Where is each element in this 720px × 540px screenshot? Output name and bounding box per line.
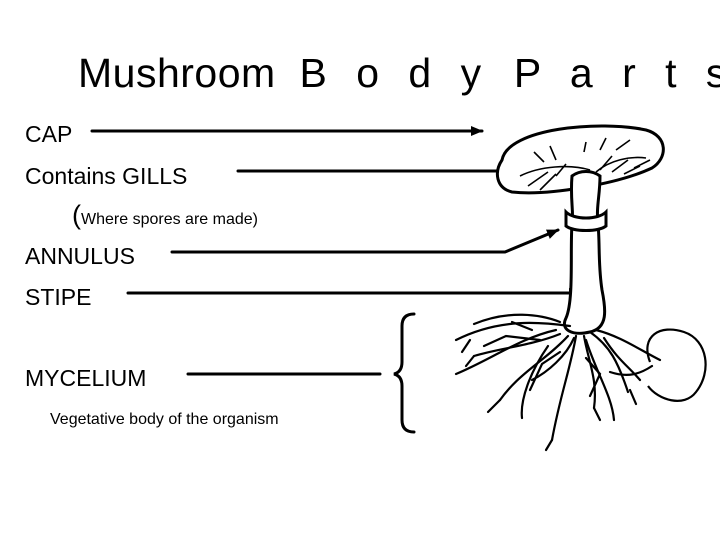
label-mycelium: MYCELIUM [25, 365, 147, 391]
arrow-annulus [170, 228, 560, 254]
open-paren: ( [72, 200, 81, 230]
diagram-title: Mushroom B o d y P a r t s [78, 50, 720, 97]
mushroom-stipe [563, 170, 608, 335]
title-word-parts: P a r t s [513, 50, 720, 96]
mushroom-gills [519, 137, 651, 191]
mycelium-lobe [646, 328, 707, 402]
label-annulus: ANNULUS [25, 243, 135, 269]
title-word-body: B o d y [299, 50, 491, 96]
mycelium-roots [454, 313, 662, 452]
label-gills-note: (Where spores are made) [72, 200, 258, 231]
gills-note-text: Where spores are made [81, 211, 253, 228]
label-cap: CAP [25, 121, 73, 147]
mycelium-brace [393, 312, 416, 434]
label-mycelium-note: Vegetative body of the organism [50, 411, 279, 428]
close-paren: ) [252, 211, 258, 228]
title-word-mushroom: Mushroom [78, 50, 276, 96]
label-stipe: STIPE [25, 284, 92, 310]
mushroom-cap [495, 124, 665, 195]
label-gills: Contains GILLS [25, 163, 188, 189]
